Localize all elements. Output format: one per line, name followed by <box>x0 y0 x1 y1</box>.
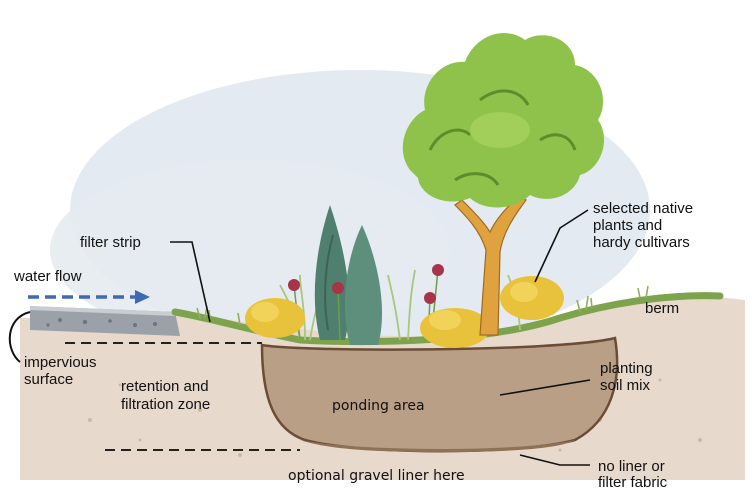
native-plants-label-2: plants and <box>593 217 662 234</box>
planting-soil-label-2: soil mix <box>600 377 650 394</box>
filter-strip-label: filter strip <box>80 234 141 251</box>
no-liner-label-2: filter fabric <box>598 474 667 491</box>
retention-zone-label-2: filtration zone <box>121 396 210 413</box>
native-plants-label-3: hardy cultivars <box>593 234 690 251</box>
berm-label: berm <box>645 300 679 317</box>
ponding-area-label: ponding area <box>332 398 425 415</box>
retention-zone-label-1: retention and <box>121 378 209 395</box>
water-flow-label: water flow <box>14 268 82 285</box>
native-plants-label-1: selected native <box>593 200 693 217</box>
gravel-liner-label: optional gravel liner here <box>288 468 465 485</box>
basin <box>262 338 617 451</box>
planting-soil-label-1: planting <box>600 360 653 377</box>
impervious-surface-label-2: surface <box>24 371 73 388</box>
impervious-surface-label-1: impervious <box>24 354 97 371</box>
no-liner-label-1: no liner or <box>598 458 665 475</box>
